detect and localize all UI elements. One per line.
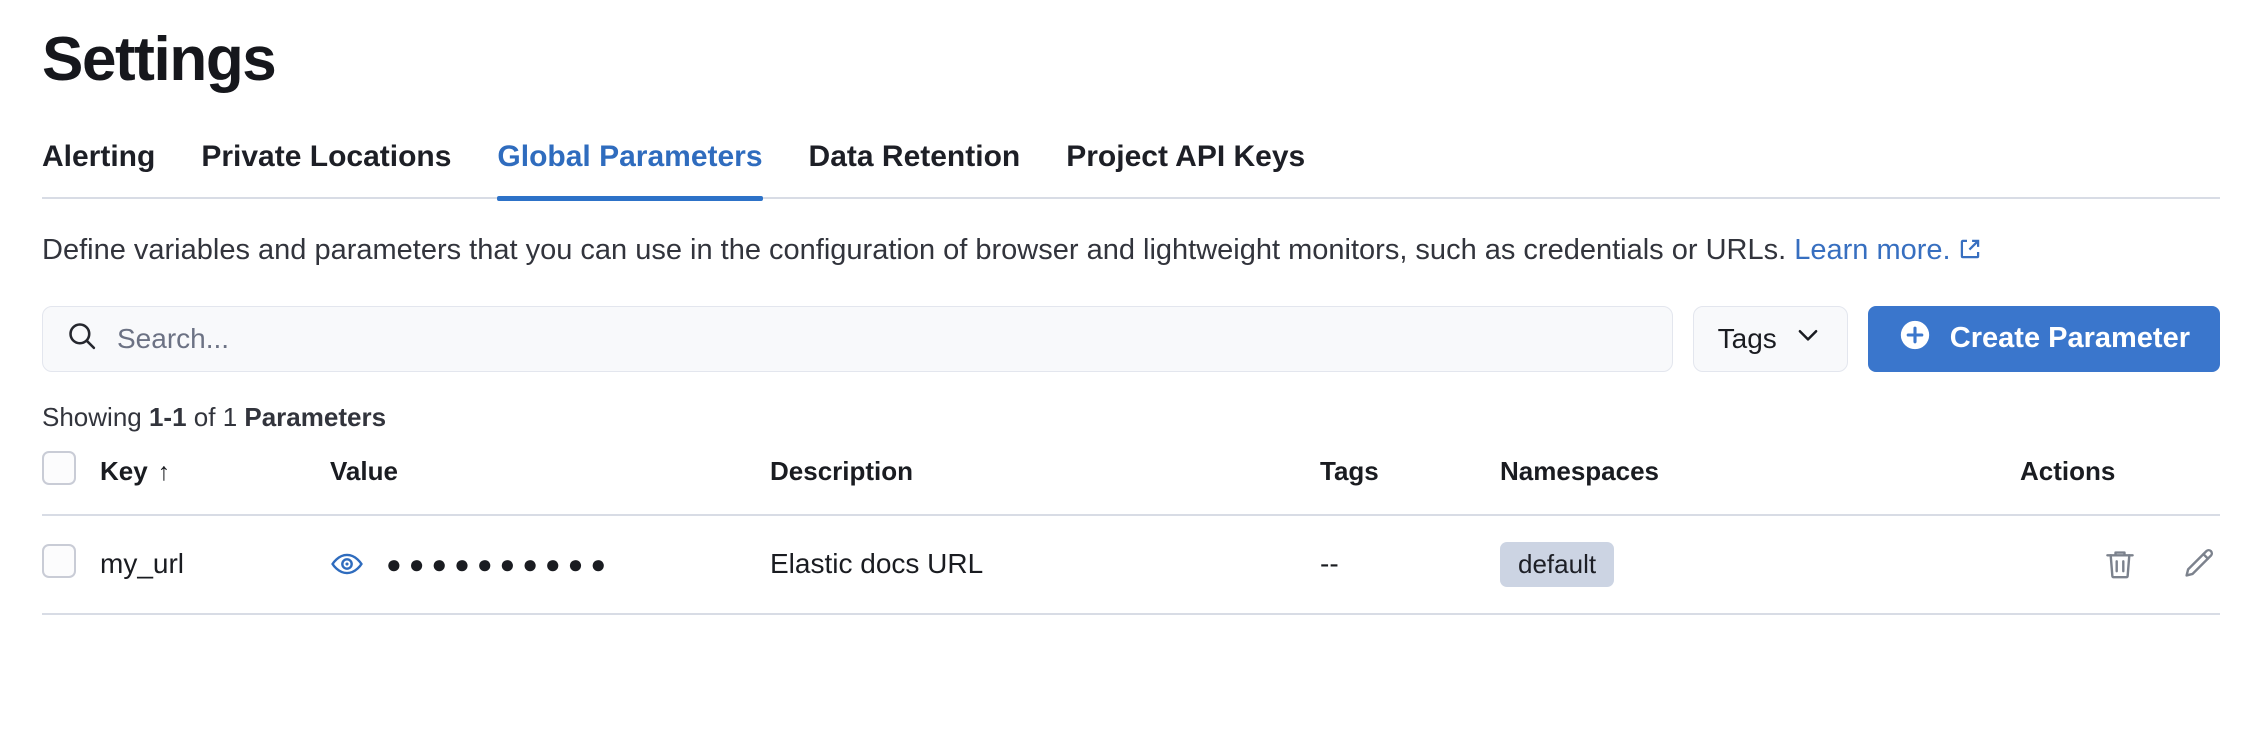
controls-row: Tags Create Parameter: [42, 305, 2220, 372]
table-header-row: Key ↑ Value Description Tags Namespaces A…: [42, 450, 2220, 516]
row-checkbox[interactable]: [42, 543, 76, 578]
table-header: Key ↑ Value Description Tags Namespaces A…: [42, 450, 2220, 516]
eye-icon[interactable]: [330, 547, 364, 581]
masked-value: ●●●●●●●●●●: [386, 549, 614, 580]
cell-namespaces: default: [1500, 514, 2020, 615]
description-text: Define variables and parameters that you…: [42, 234, 1795, 267]
tab-label: Global Parameters: [497, 140, 763, 174]
tab-project-api-keys[interactable]: Project API Keys: [1066, 137, 1329, 199]
plus-in-circle-icon: [1898, 318, 1932, 360]
tabs: Alerting Private Locations Global Parame…: [42, 137, 2220, 202]
trash-icon[interactable]: [2102, 546, 2138, 582]
row-select-cell: [42, 514, 100, 615]
cell-key: my_url: [100, 514, 330, 615]
namespace-badge: default: [1500, 541, 1615, 587]
search-box[interactable]: [42, 305, 1673, 372]
search-input[interactable]: [117, 322, 1650, 355]
header-tags-label: Tags: [1320, 455, 1379, 486]
learn-more-link[interactable]: Learn more.: [1794, 234, 1981, 266]
tab-label: Data Retention: [808, 140, 1021, 174]
actions-wrapper: [2020, 546, 2220, 582]
tab-global-parameters[interactable]: Global Parameters: [497, 137, 786, 202]
select-all-checkbox[interactable]: [42, 450, 76, 485]
tags-filter-label: Tags: [1717, 322, 1777, 354]
external-link-icon: [1958, 231, 1982, 274]
parameters-table: Key ↑ Value Description Tags Namespaces A…: [42, 450, 2220, 615]
header-description[interactable]: Description: [770, 450, 1320, 516]
create-parameter-label: Create Parameter: [1949, 322, 2190, 355]
table-body: my_url ●●●●●●●●●● Elastic docs UR: [42, 514, 2220, 615]
showing-range: 1-1: [148, 401, 187, 432]
learn-more-label: Learn more.: [1794, 234, 1951, 267]
table-row: my_url ●●●●●●●●●● Elastic docs UR: [42, 514, 2220, 615]
sort-ascending-icon: ↑: [157, 457, 171, 486]
cell-tags: --: [1320, 514, 1500, 615]
header-value[interactable]: Value: [330, 450, 770, 516]
header-actions-label: Actions: [2020, 455, 2116, 486]
tab-data-retention[interactable]: Data Retention: [809, 137, 1045, 199]
page-title: Settings: [42, 25, 277, 94]
header-select-all: [42, 450, 100, 516]
showing-noun: Parameters: [237, 401, 387, 432]
page-description: Define variables and parameters that you…: [42, 229, 2220, 274]
value-wrapper: ●●●●●●●●●●: [330, 547, 770, 581]
pencil-icon[interactable]: [2180, 546, 2216, 582]
header-tags[interactable]: Tags: [1320, 450, 1500, 516]
header-namespaces[interactable]: Namespaces: [1500, 450, 2020, 516]
tags-filter-dropdown[interactable]: Tags: [1692, 305, 1848, 372]
cell-description: Elastic docs URL: [770, 514, 1320, 615]
header-value-label: Value: [330, 455, 398, 486]
showing-of: of: [186, 401, 223, 432]
tab-alerting[interactable]: Alerting: [42, 137, 179, 199]
search-icon: [65, 319, 99, 358]
tab-private-locations[interactable]: Private Locations: [201, 137, 475, 199]
cell-actions: [2020, 514, 2220, 615]
showing-prefix: Showing: [42, 401, 149, 432]
header-namespaces-label: Namespaces: [1500, 455, 1659, 486]
tab-label: Alerting: [42, 140, 156, 174]
header-description-label: Description: [770, 455, 914, 486]
results-count: Showing 1-1 of 1 Parameters: [42, 402, 2220, 433]
create-parameter-button[interactable]: Create Parameter: [1867, 305, 2220, 372]
cell-value: ●●●●●●●●●●: [330, 514, 770, 615]
showing-total: 1: [222, 401, 238, 432]
tab-label: Project API Keys: [1066, 140, 1306, 174]
header-key-label: Key: [100, 455, 148, 486]
chevron-down-icon: [1793, 320, 1823, 357]
header-key[interactable]: Key ↑: [100, 450, 330, 516]
tab-label: Private Locations: [201, 140, 452, 174]
header-actions: Actions: [2020, 450, 2220, 516]
tab-bar: Alerting Private Locations Global Parame…: [42, 137, 2220, 202]
